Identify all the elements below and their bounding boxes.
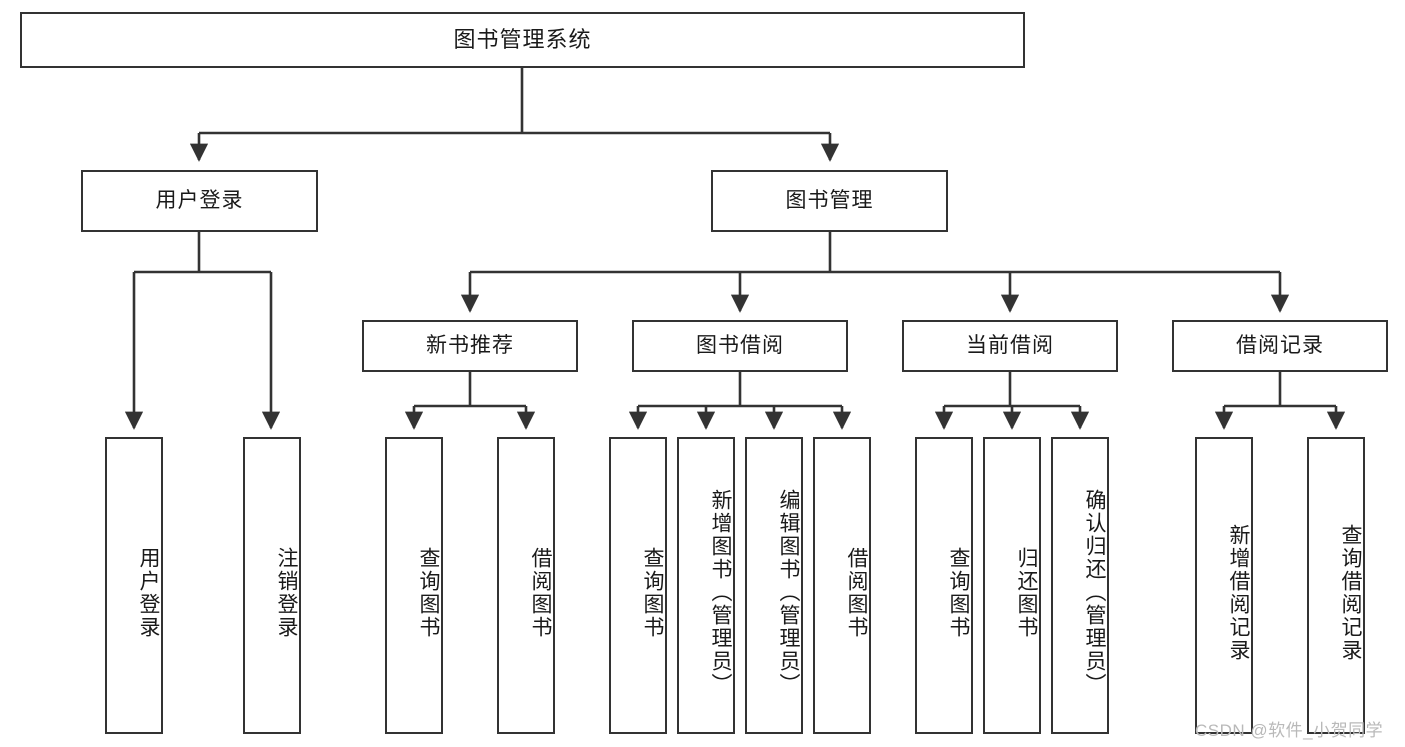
node-label: 注销登录 xyxy=(275,546,298,639)
node-label: 新增借阅记录 xyxy=(1227,523,1250,662)
leaf-current-borrow-query[interactable]: 查询图书 xyxy=(915,437,973,734)
node-label: 借阅图书 xyxy=(529,546,552,639)
node-label: 图书管理 xyxy=(785,189,874,213)
node-label: 查询图书 xyxy=(947,546,970,639)
leaf-new-book-borrow[interactable]: 借阅图书 xyxy=(497,437,555,734)
leaf-user-login-logout[interactable]: 注销登录 xyxy=(243,437,301,734)
node-label: 图书管理系统 xyxy=(453,26,592,52)
node-label: 编辑图书（管理员） xyxy=(777,489,800,696)
node-label: 用户登录 xyxy=(155,189,244,213)
leaf-borrow-record-query[interactable]: 查询借阅记录 xyxy=(1307,437,1365,734)
leaf-book-borrow-query[interactable]: 查询图书 xyxy=(609,437,667,734)
node-label: 借阅图书 xyxy=(845,546,868,639)
node-root-system[interactable]: 图书管理系统 xyxy=(20,12,1025,68)
node-label: 借阅记录 xyxy=(1236,334,1324,358)
leaf-book-borrow-add[interactable]: 新增图书（管理员） xyxy=(677,437,735,734)
node-label: 图书借阅 xyxy=(696,334,784,358)
leaf-current-borrow-return[interactable]: 归还图书 xyxy=(983,437,1041,734)
node-label: 查询借阅记录 xyxy=(1339,523,1362,662)
leaf-current-borrow-confirm[interactable]: 确认归还（管理员） xyxy=(1051,437,1109,734)
leaf-book-borrow-borrow[interactable]: 借阅图书 xyxy=(813,437,871,734)
leaf-user-login-login[interactable]: 用户登录 xyxy=(105,437,163,734)
node-new-book-recommend[interactable]: 新书推荐 xyxy=(362,320,578,372)
node-label: 确认归还（管理员） xyxy=(1083,489,1106,696)
leaf-borrow-record-add[interactable]: 新增借阅记录 xyxy=(1195,437,1253,734)
node-label: 新书推荐 xyxy=(426,334,514,358)
node-label: 当前借阅 xyxy=(966,334,1054,358)
node-book-borrow[interactable]: 图书借阅 xyxy=(632,320,848,372)
node-label: 新增图书（管理员） xyxy=(709,489,732,696)
node-label: 用户登录 xyxy=(137,546,160,639)
node-current-borrow[interactable]: 当前借阅 xyxy=(902,320,1118,372)
node-label: 查询图书 xyxy=(641,546,664,639)
node-label: 归还图书 xyxy=(1015,546,1038,639)
node-user-login[interactable]: 用户登录 xyxy=(81,170,318,232)
node-label: 查询图书 xyxy=(417,546,440,639)
node-book-manage[interactable]: 图书管理 xyxy=(711,170,948,232)
node-borrow-record[interactable]: 借阅记录 xyxy=(1172,320,1388,372)
leaf-book-borrow-edit[interactable]: 编辑图书（管理员） xyxy=(745,437,803,734)
leaf-new-book-query[interactable]: 查询图书 xyxy=(385,437,443,734)
